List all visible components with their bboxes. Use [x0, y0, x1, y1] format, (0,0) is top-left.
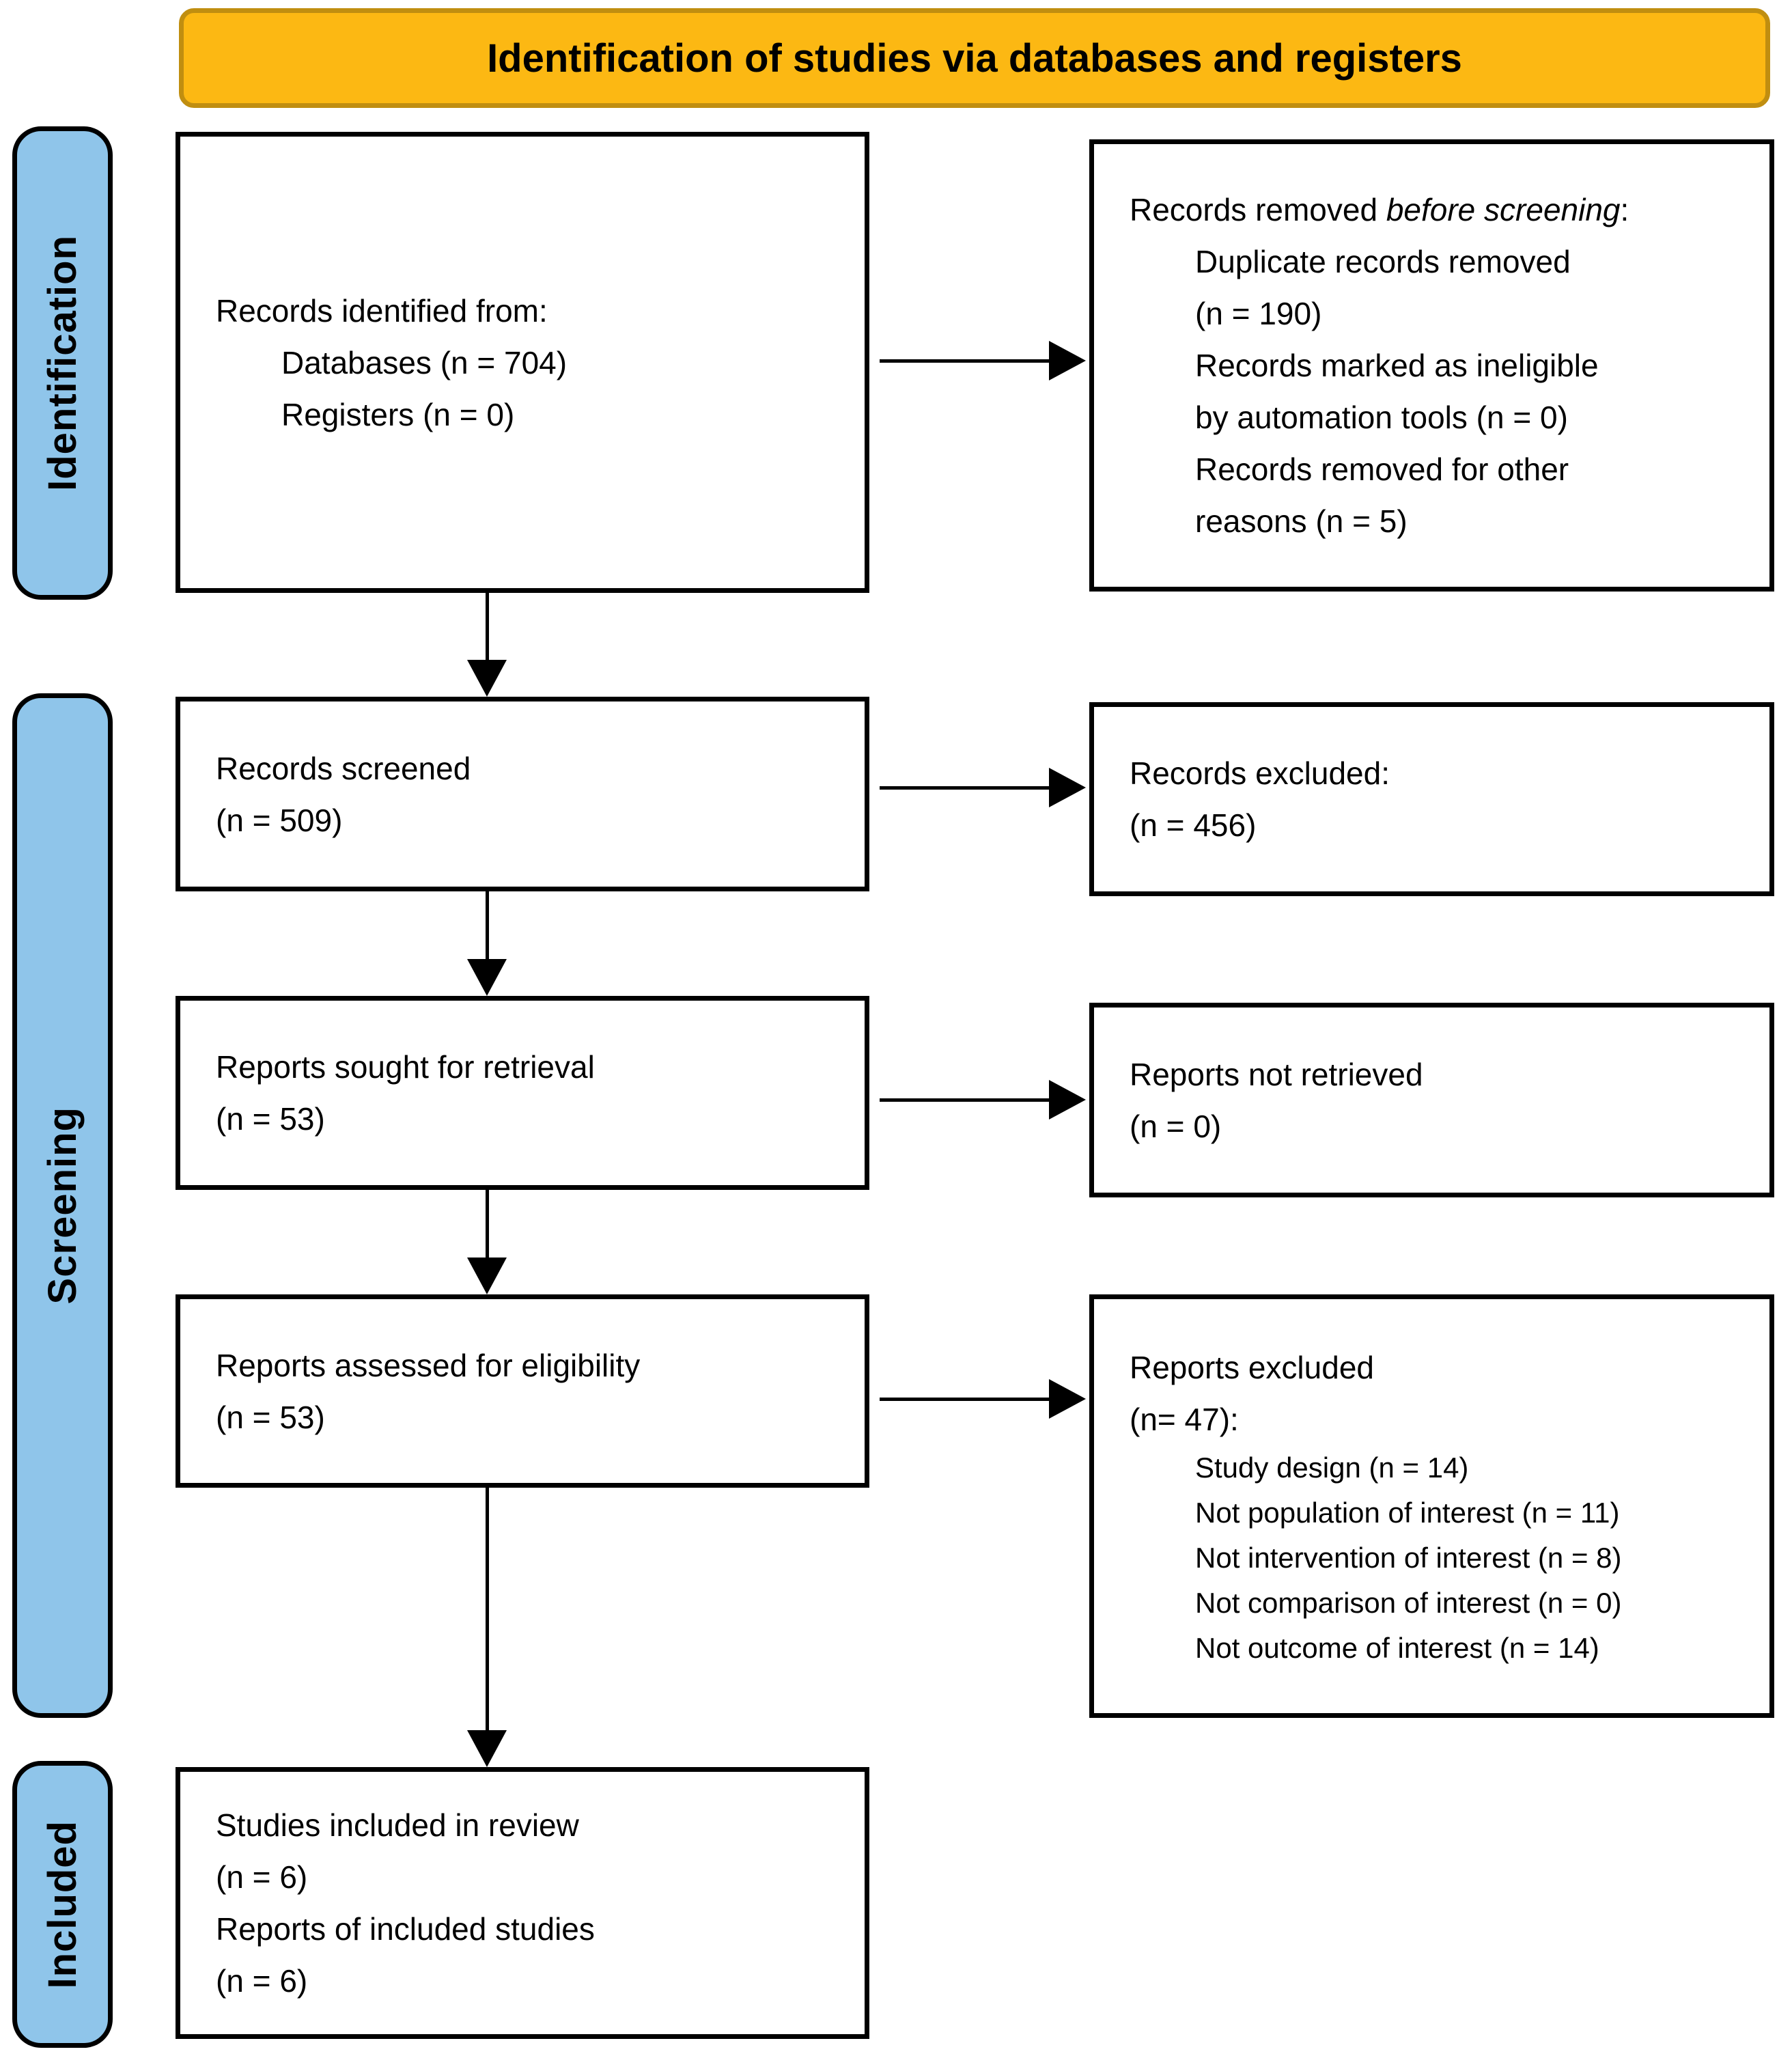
stage-identification-label: Identification	[40, 235, 85, 491]
arrow-line	[880, 1398, 1053, 1401]
reports-sought-line: Reports sought for retrieval	[216, 1049, 595, 1085]
records-removed-title-prefix: Records removed	[1130, 192, 1386, 227]
records-screened-line: (n = 509)	[216, 802, 343, 838]
records-removed-item-line: Records removed for other	[1195, 452, 1569, 487]
arrow-head-right-icon	[1049, 341, 1086, 380]
box-reports-sought: Reports sought for retrieval (n = 53)	[176, 996, 869, 1190]
box-records-removed-before-screening: Records removed before screening: Duplic…	[1089, 139, 1774, 592]
box-records-excluded: Records excluded: (n = 456)	[1089, 702, 1774, 896]
reports-excluded-reason: Not population of interest (n = 11)	[1195, 1497, 1620, 1529]
reports-excluded-reason: Not outcome of interest (n = 14)	[1195, 1632, 1599, 1664]
box-records-screened: Records screened (n = 509)	[176, 697, 869, 891]
reports-not-retrieved-line: (n = 0)	[1130, 1108, 1222, 1144]
reports-assessed-line: (n = 53)	[216, 1399, 325, 1435]
stage-screening-label: Screening	[40, 1107, 85, 1305]
arrow-line	[880, 786, 1053, 790]
arrow-line	[486, 593, 489, 663]
reports-excluded-line: Reports excluded	[1130, 1350, 1374, 1385]
stage-identification: Identification	[12, 126, 113, 600]
box-reports-not-retrieved: Reports not retrieved (n = 0)	[1089, 1003, 1774, 1197]
records-excluded-line: (n = 456)	[1130, 807, 1257, 843]
records-removed-title-italic: before screening	[1386, 192, 1621, 227]
arrow-head-down-icon	[467, 1258, 507, 1294]
reports-excluded-reason: Study design (n = 14)	[1195, 1451, 1469, 1484]
box-studies-included: Studies included in review (n = 6) Repor…	[176, 1767, 869, 2039]
box-records-identified: Records identified from: Databases (n = …	[176, 132, 869, 593]
reports-not-retrieved-line: Reports not retrieved	[1130, 1056, 1423, 1092]
box-reports-assessed: Reports assessed for eligibility (n = 53…	[176, 1294, 869, 1488]
records-removed-item-line: Records marked as ineligible	[1195, 348, 1599, 383]
stage-included-label: Included	[40, 1820, 85, 1989]
box-reports-excluded: Reports excluded (n= 47): Study design (…	[1089, 1294, 1774, 1718]
arrow-head-right-icon	[1049, 1379, 1086, 1419]
studies-included-line: (n = 6)	[216, 1963, 308, 1999]
stage-screening: Screening	[12, 693, 113, 1718]
records-removed-item-line: Duplicate records removed	[1195, 244, 1571, 279]
records-removed-item-line: reasons (n = 5)	[1195, 503, 1408, 539]
reports-excluded-reason: Not intervention of interest (n = 8)	[1195, 1542, 1622, 1574]
records-removed-item-line: by automation tools (n = 0)	[1195, 400, 1568, 435]
reports-excluded-reason: Not comparison of interest (n = 0)	[1195, 1587, 1622, 1619]
studies-included-line: (n = 6)	[216, 1859, 308, 1895]
reports-sought-line: (n = 53)	[216, 1101, 325, 1137]
arrow-line	[486, 891, 489, 961]
reports-assessed-line: Reports assessed for eligibility	[216, 1347, 641, 1383]
arrow-head-down-icon	[467, 959, 507, 996]
arrow-line	[486, 1488, 489, 1734]
banner-title: Identification of studies via databases …	[487, 36, 1462, 81]
records-removed-item-line: (n = 190)	[1195, 296, 1322, 331]
records-removed-title: Records removed before screening:	[1094, 184, 1769, 236]
reports-excluded-line: (n= 47):	[1130, 1402, 1239, 1437]
banner-identification-via-databases: Identification of studies via databases …	[179, 8, 1770, 108]
studies-included-line: Studies included in review	[216, 1807, 579, 1843]
records-identified-title: Records identified from:	[216, 292, 548, 329]
records-excluded-line: Records excluded:	[1130, 755, 1390, 791]
records-identified-item: Databases (n = 704)	[281, 344, 568, 380]
arrow-line	[880, 359, 1053, 363]
arrow-head-right-icon	[1049, 1080, 1086, 1120]
studies-included-line: Reports of included studies	[216, 1911, 595, 1947]
arrow-head-right-icon	[1049, 768, 1086, 807]
stage-included: Included	[12, 1761, 113, 2048]
arrow-head-down-icon	[467, 660, 507, 697]
records-screened-line: Records screened	[216, 750, 471, 786]
records-identified-item: Registers (n = 0)	[281, 396, 515, 432]
records-removed-title-suffix: :	[1620, 192, 1629, 227]
arrow-line	[486, 1190, 489, 1260]
arrow-line	[880, 1098, 1053, 1102]
arrow-head-down-icon	[467, 1730, 507, 1767]
